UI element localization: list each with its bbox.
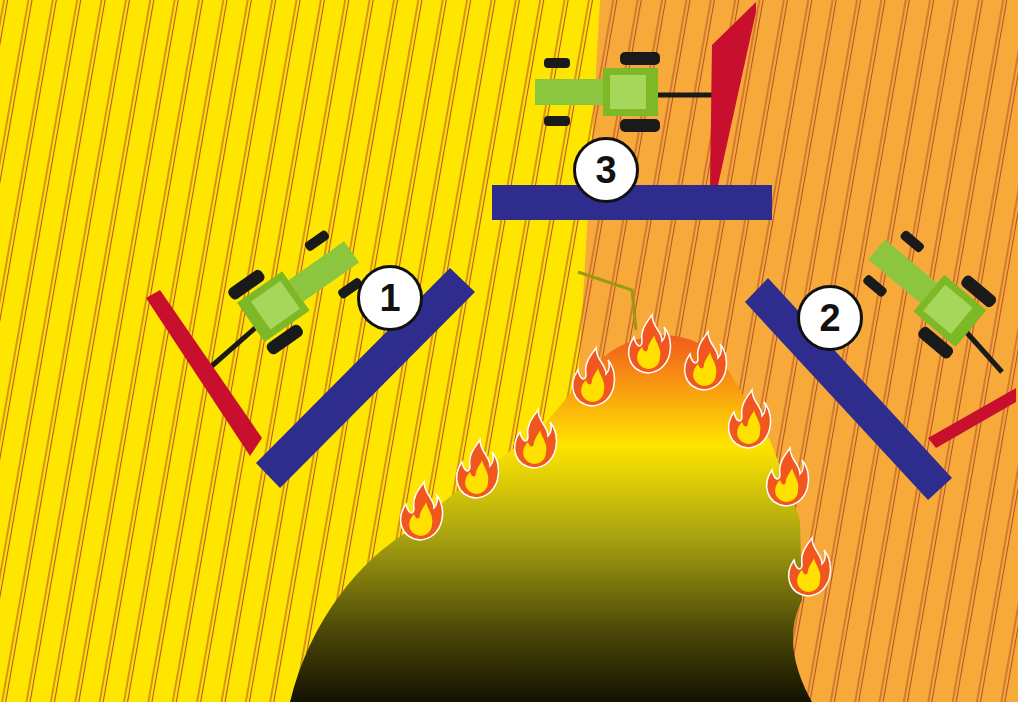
- callout-number: 3: [595, 151, 616, 189]
- callout-number: 2: [819, 299, 840, 337]
- callout-circle: 1: [357, 265, 423, 331]
- callout-circle: 3: [573, 137, 639, 203]
- callout-circle: 2: [797, 285, 863, 351]
- callout-number: 1: [379, 279, 400, 317]
